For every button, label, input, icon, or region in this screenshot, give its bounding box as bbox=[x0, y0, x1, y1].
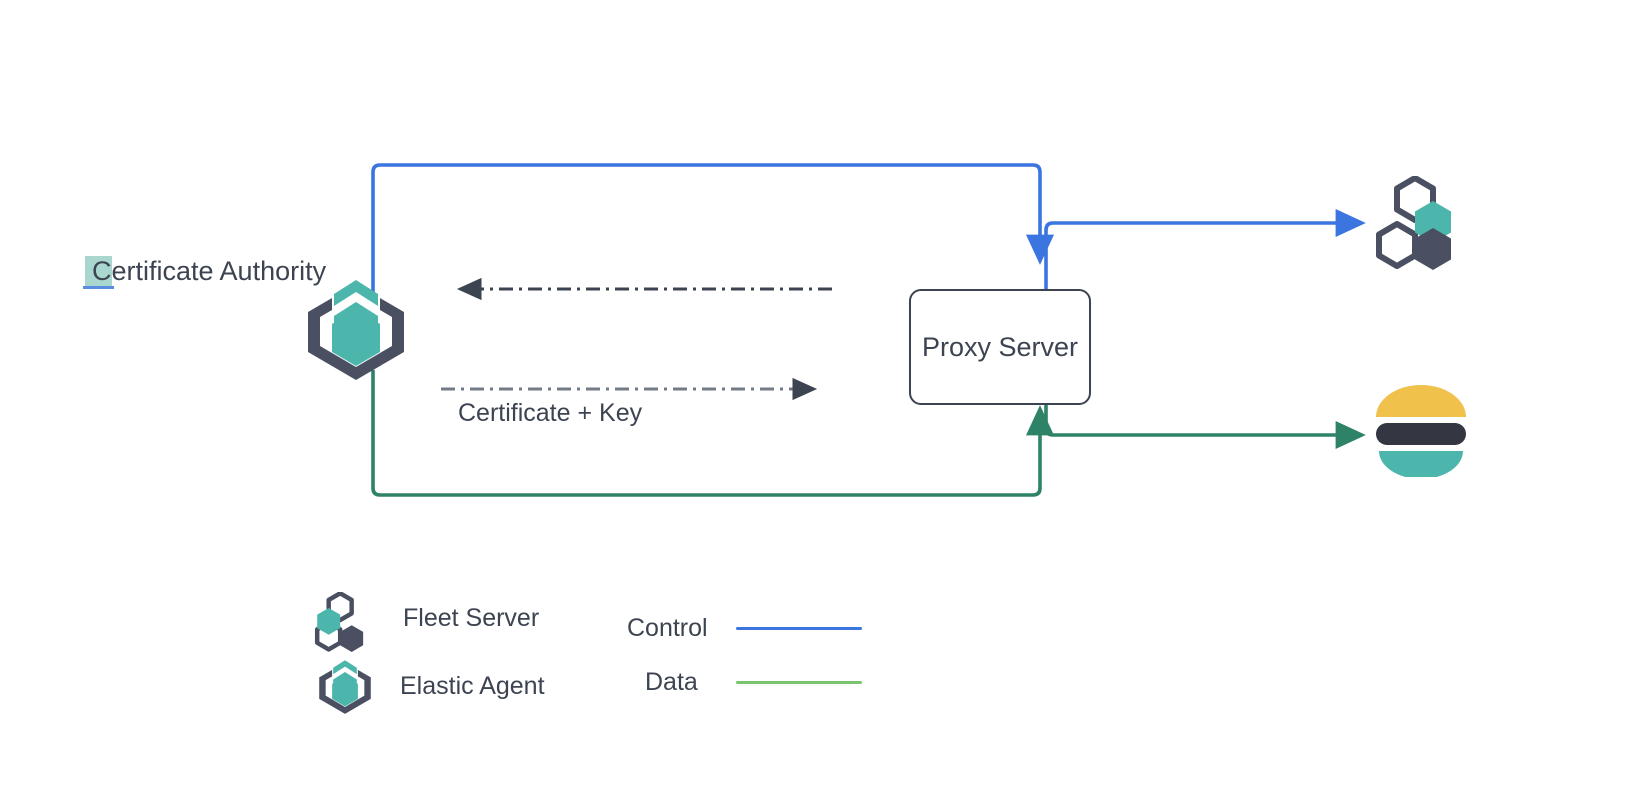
legend-elastic-agent-icon bbox=[319, 660, 371, 714]
proxy-server-node[interactable]: Proxy Server bbox=[909, 289, 1091, 405]
text-selection-highlight bbox=[85, 256, 112, 288]
text-caret bbox=[83, 286, 114, 289]
elasticsearch-icon bbox=[1376, 385, 1466, 477]
legend-fleet-server-icon bbox=[314, 592, 364, 652]
legend-data-label: Data bbox=[645, 668, 698, 696]
legend-elastic-agent-label: Elastic Agent bbox=[400, 672, 545, 700]
wire-agent-to-proxy-control bbox=[371, 163, 1055, 300]
certificate-key-edge-label: Certificate + Key bbox=[458, 399, 643, 427]
legend-control-line bbox=[736, 627, 862, 630]
wire-proxy-to-fleet-control bbox=[1044, 208, 1366, 289]
legend-fleet-server-label: Fleet Server bbox=[403, 604, 540, 632]
fleet-server-icon bbox=[1376, 176, 1451, 270]
proxy-server-label: Proxy Server bbox=[921, 331, 1079, 362]
wire-agent-to-proxy-data bbox=[371, 370, 1055, 497]
legend-control-label: Control bbox=[627, 614, 708, 642]
certificate-authority-label: Certificate Authority bbox=[92, 256, 327, 286]
legend-data-line bbox=[736, 681, 862, 684]
elastic-agent-icon bbox=[308, 280, 404, 380]
wire-proxy-to-elasticsearch-data bbox=[1044, 405, 1366, 450]
